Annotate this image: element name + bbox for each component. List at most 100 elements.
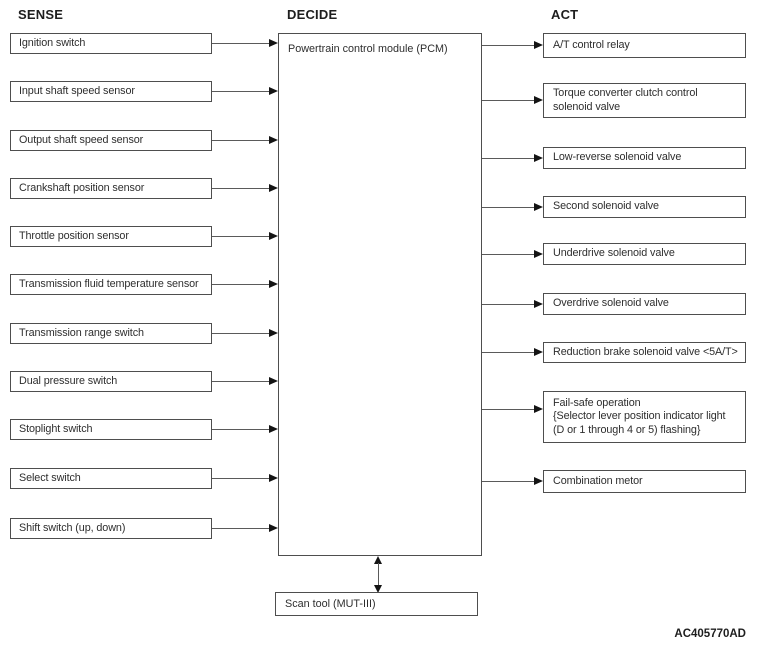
act-box-label: (D or 1 through 4 or 5) flashing} (553, 423, 701, 436)
arrow-shaft (482, 100, 535, 101)
sense-box: Throttle position sensor (10, 226, 212, 247)
sense-box-label: Shift switch (up, down) (19, 521, 126, 534)
sense-box-label: Crankshaft position sensor (19, 181, 145, 194)
sense-to-pcm-arrow (212, 39, 278, 48)
arrow-shaft (482, 206, 535, 208)
sense-box: Transmission fluid temperature sensor (10, 274, 212, 295)
act-box-label: Underdrive solenoid valve (553, 247, 675, 260)
act-box: Reduction brake solenoid valve <5A/T> (543, 342, 746, 363)
act-box: Low-reverse solenoid valve (543, 147, 746, 169)
figure-code: AC405770AD (674, 628, 746, 640)
sense-box: Crankshaft position sensor (10, 178, 212, 199)
pcm-to-act-arrow (482, 249, 543, 259)
sense-box: Input shaft speed sensor (10, 81, 212, 102)
pcm-to-act-arrow (482, 41, 543, 50)
pcm-scantool-bidirectional-arrow (371, 556, 386, 593)
sense-box: Transmission range switch (10, 323, 212, 344)
pcm-to-act-arrow (482, 348, 543, 357)
sense-box-label: Transmission range switch (19, 326, 144, 339)
sense-box-label: Throttle position sensor (19, 229, 129, 242)
sense-box: Stoplight switch (10, 419, 212, 440)
arrow-shaft (212, 381, 270, 382)
sense-to-pcm-arrow (212, 280, 278, 289)
arrow-shaft (212, 528, 270, 529)
arrow-shaft (482, 481, 535, 482)
act-box: Overdrive solenoid valve (543, 293, 746, 315)
sense-column-header: SENSE (18, 7, 64, 22)
arrowhead-right-icon (534, 348, 543, 356)
arrow-shaft (482, 303, 535, 305)
arrow-shaft (482, 408, 535, 410)
arrowhead-right-icon (534, 96, 543, 104)
arrowhead-right-icon (534, 202, 543, 211)
arrowhead-right-icon (269, 136, 278, 144)
arrowhead-right-icon (269, 184, 278, 192)
sense-box-label: Input shaft speed sensor (19, 84, 135, 97)
arrowhead-right-icon (269, 474, 278, 482)
arrow-shaft (212, 333, 270, 334)
scan-tool-label: Scan tool (MUT-III) (285, 598, 376, 610)
act-box-label: {Selector lever position indicator light (553, 410, 726, 423)
act-box-label: Torque converter clutch control (553, 87, 698, 99)
arrow-shaft (212, 140, 270, 141)
sense-box: Dual pressure switch (10, 371, 212, 392)
act-column-header: ACT (551, 7, 579, 22)
arrow-shaft (212, 429, 270, 430)
arrow-shaft (482, 45, 535, 46)
sense-to-pcm-arrow (212, 425, 278, 434)
sense-to-pcm-arrow (212, 87, 278, 96)
act-box-label: Second solenoid valve (553, 200, 659, 213)
pcm-label: Powertrain control module (PCM) (288, 43, 448, 55)
arrowhead-right-icon (534, 41, 543, 49)
pcm-to-act-arrow (482, 202, 543, 212)
decide-column-header: DECIDE (287, 7, 338, 22)
sense-box-label: Select switch (19, 471, 81, 484)
pcm-to-act-arrow (482, 153, 543, 163)
arrow-shaft (212, 478, 270, 479)
act-box-label: Low-reverse solenoid valve (553, 151, 682, 164)
sense-to-pcm-arrow (212, 232, 278, 241)
pcm-box: Powertrain control module (PCM) (278, 33, 482, 556)
arrowhead-right-icon (269, 87, 278, 95)
arrowhead-right-icon (534, 299, 543, 308)
sense-box-label: Ignition switch (19, 36, 86, 49)
act-box: A/T control relay (543, 33, 746, 58)
arrowhead-right-icon (269, 280, 278, 288)
act-box-label: Fail-safe operation (553, 396, 641, 409)
act-box-label: A/T control relay (553, 38, 630, 51)
arrow-shaft (212, 43, 270, 44)
sense-to-pcm-arrow (212, 329, 278, 338)
sense-box: Output shaft speed sensor (10, 130, 212, 151)
act-box-label: solenoid valve (553, 100, 621, 113)
arrow-shaft (212, 284, 270, 285)
arrowhead-right-icon (269, 425, 278, 433)
pcm-to-act-arrow (482, 477, 543, 486)
sense-box-label: Stoplight switch (19, 422, 93, 435)
sense-to-pcm-arrow (212, 474, 278, 483)
arrowhead-right-icon (269, 232, 278, 240)
act-box-label: Reduction brake solenoid valve <5A/T> (553, 345, 738, 358)
arrowhead-right-icon (534, 153, 543, 162)
sense-to-pcm-arrow (212, 184, 278, 193)
act-box: Underdrive solenoid valve (543, 243, 746, 265)
arrowhead-right-icon (534, 404, 543, 413)
act-box: Combination metor (543, 470, 746, 493)
arrowhead-right-icon (534, 249, 543, 258)
arrow-shaft (378, 563, 379, 586)
sense-to-pcm-arrow (212, 136, 278, 145)
scan-tool-box: Scan tool (MUT-III) (275, 592, 478, 616)
act-box-label: Overdrive solenoid valve (553, 297, 669, 310)
arrowhead-up-icon (374, 556, 382, 564)
pcm-to-act-arrow (482, 404, 543, 414)
sense-box-label: Transmission fluid temperature sensor (19, 277, 199, 290)
arrow-shaft (212, 188, 270, 189)
act-box-label: Combination metor (553, 474, 643, 487)
arrow-shaft (482, 157, 535, 159)
arrow-shaft (482, 352, 535, 353)
sense-box-label: Dual pressure switch (19, 374, 118, 387)
act-box: Fail-safe operation{Selector lever posit… (543, 391, 746, 443)
sense-box: Shift switch (up, down) (10, 518, 212, 539)
arrow-shaft (212, 91, 270, 92)
sense-to-pcm-arrow (212, 377, 278, 386)
